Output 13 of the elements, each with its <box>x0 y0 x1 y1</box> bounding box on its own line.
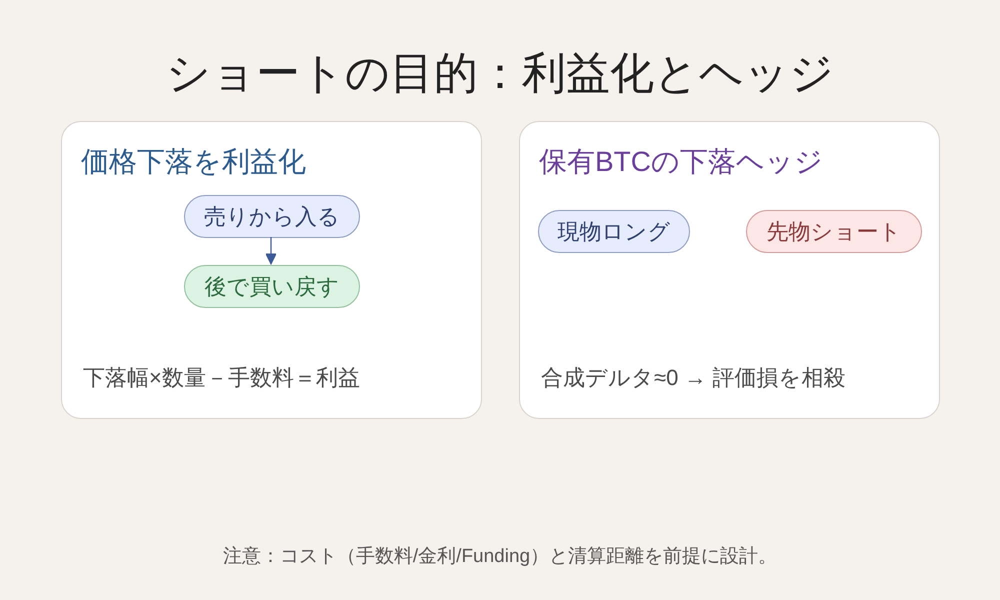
pill-box: 売りから入る <box>184 195 360 238</box>
card-heading: 保有BTCの下落ヘッジ <box>539 145 823 179</box>
card <box>61 121 482 419</box>
card-heading: 価格下落を利益化 <box>81 145 306 179</box>
caption: 注意：コスト（手数料/金利/Funding）と清算距離を前提に設計。 <box>222 545 778 569</box>
pill-box: 後で買い戻す <box>184 265 360 308</box>
pill-box: 先物ショート <box>746 210 922 253</box>
card <box>519 121 940 419</box>
formula-text: 合成デルタ≈0 → 評価損を相殺 <box>541 364 846 392</box>
title: ショートの目的：利益化とヘッジ <box>166 48 834 100</box>
formula-text: 下落幅×数量－手数料＝利益 <box>83 364 360 392</box>
pill-box: 現物ロング <box>538 210 690 253</box>
arrow <box>266 237 276 264</box>
